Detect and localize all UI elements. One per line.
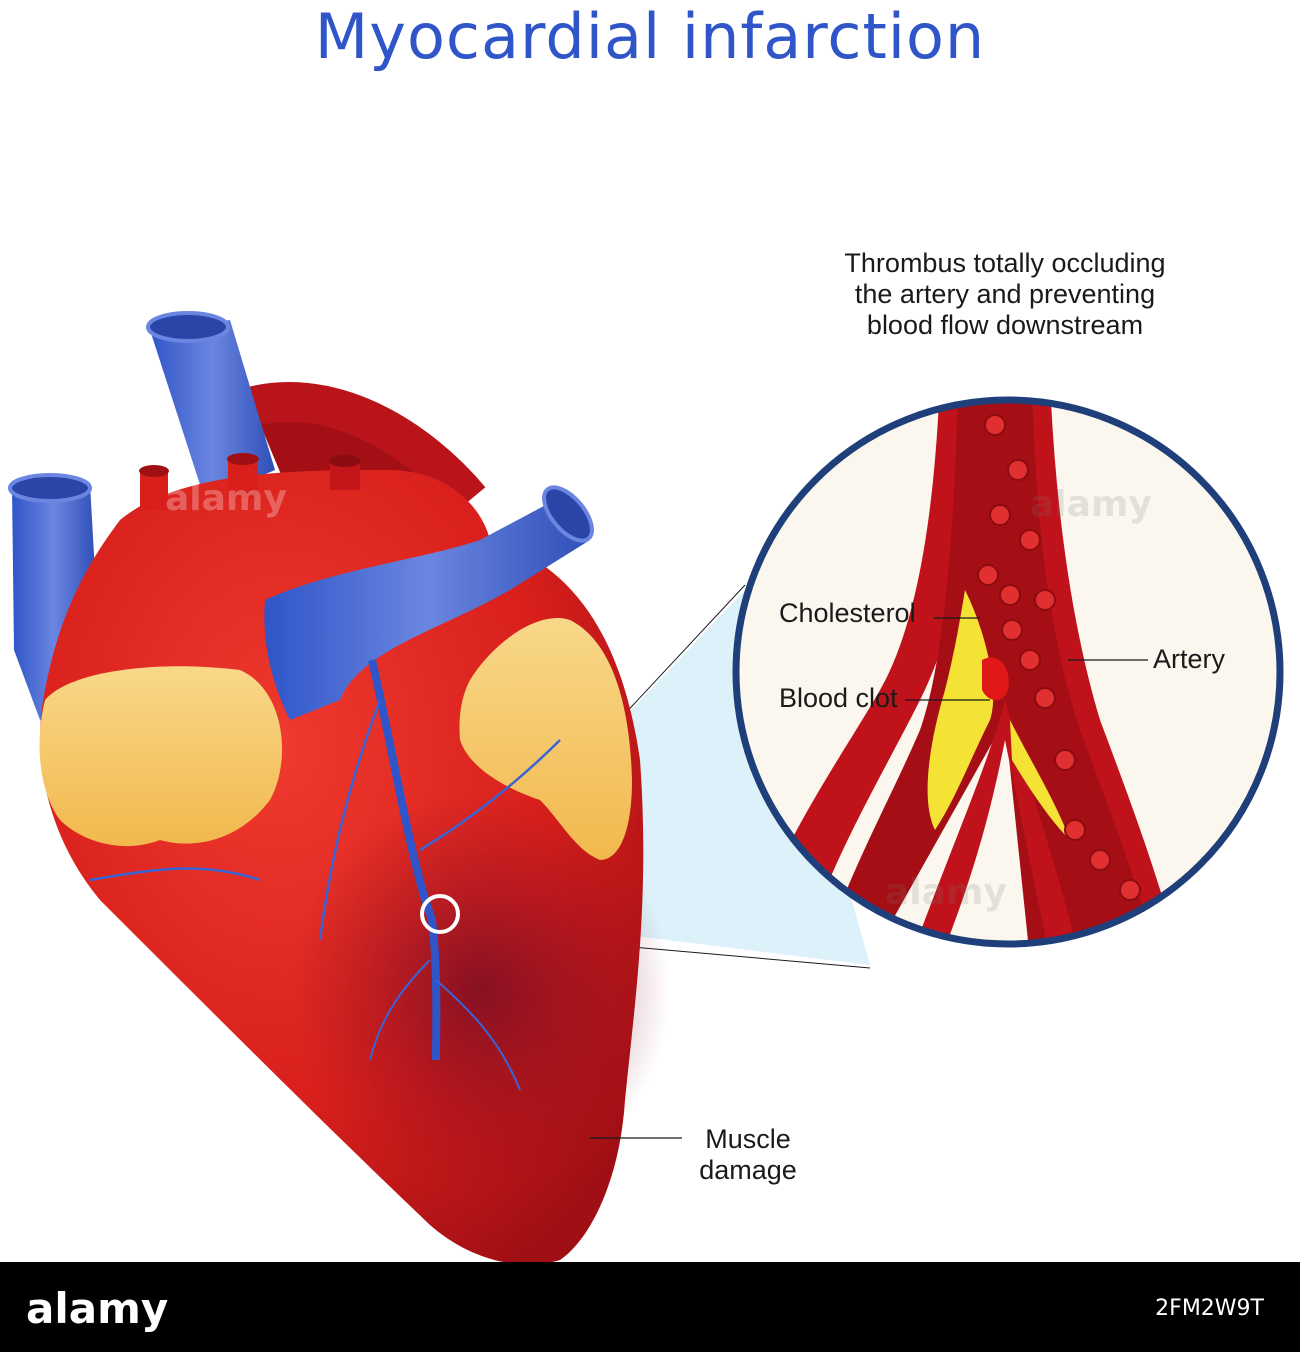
artery-label: Artery	[1153, 644, 1226, 674]
fat-deposit-right	[459, 618, 632, 860]
occlusion-marker	[420, 894, 460, 934]
cholesterol-label: Cholesterol	[779, 598, 916, 628]
pulmonary-vessel	[264, 500, 590, 720]
watermark: alamy	[885, 872, 1007, 913]
muscle-damage-label: Muscle damage	[699, 1124, 797, 1185]
footer-bar: alamy 2FM2W9T	[0, 1262, 1300, 1352]
blood-clot	[982, 657, 1009, 701]
cholesterol-plaque	[927, 590, 994, 830]
footer-image-id: 2FM2W9T	[1155, 1296, 1264, 1321]
muscle-damage-region	[290, 790, 670, 1190]
page-title: Myocardial infarction	[314, 0, 986, 73]
footer-brand: alamy	[26, 1284, 169, 1333]
watermark: alamy	[1030, 484, 1152, 525]
watermark: alamy	[165, 478, 287, 519]
blood-clot-label: Blood clot	[779, 683, 898, 713]
thrombus-label: Thrombus totally occluding the artery an…	[844, 248, 1166, 340]
illustration	[8, 311, 1284, 1262]
fat-deposit-left	[39, 666, 283, 847]
